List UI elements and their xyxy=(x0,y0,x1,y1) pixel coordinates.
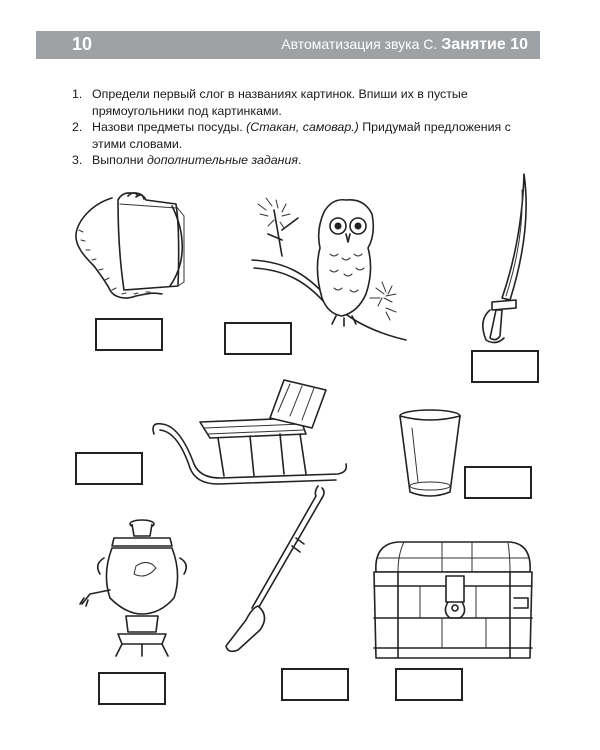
answer-box[interactable] xyxy=(464,466,532,499)
answer-box[interactable] xyxy=(395,668,463,701)
answer-box[interactable] xyxy=(95,318,163,351)
samovar-icon xyxy=(79,519,188,657)
handbag-icon xyxy=(75,192,185,299)
header-band xyxy=(36,31,540,59)
task-item: 1.Определи первый слог в названиях карти… xyxy=(72,87,468,118)
page-number: 10 xyxy=(72,34,93,54)
answer-box[interactable] xyxy=(98,672,166,705)
saber-icon xyxy=(482,173,527,344)
lesson-label: Занятие 10 xyxy=(441,36,528,53)
task-item: 3.Выполни дополнительные задания. xyxy=(72,153,302,167)
oar-icon xyxy=(225,485,325,653)
task-list: 1.Определи первый слог в названиях карти… xyxy=(72,86,542,169)
owl-icon xyxy=(251,197,407,341)
answer-box[interactable] xyxy=(75,452,143,485)
page-title: Автоматизация звука С.Занятие 10 xyxy=(281,36,528,54)
title-text: Автоматизация звука С. xyxy=(281,36,438,52)
glass-icon xyxy=(399,409,461,497)
chest-icon xyxy=(373,541,533,659)
answer-box[interactable] xyxy=(224,322,292,355)
sled-icon xyxy=(152,379,348,485)
answer-box[interactable] xyxy=(471,350,539,383)
task-item: 2.Назови предметы посуды. (Стакан, самов… xyxy=(72,120,511,151)
answer-box[interactable] xyxy=(281,668,349,701)
